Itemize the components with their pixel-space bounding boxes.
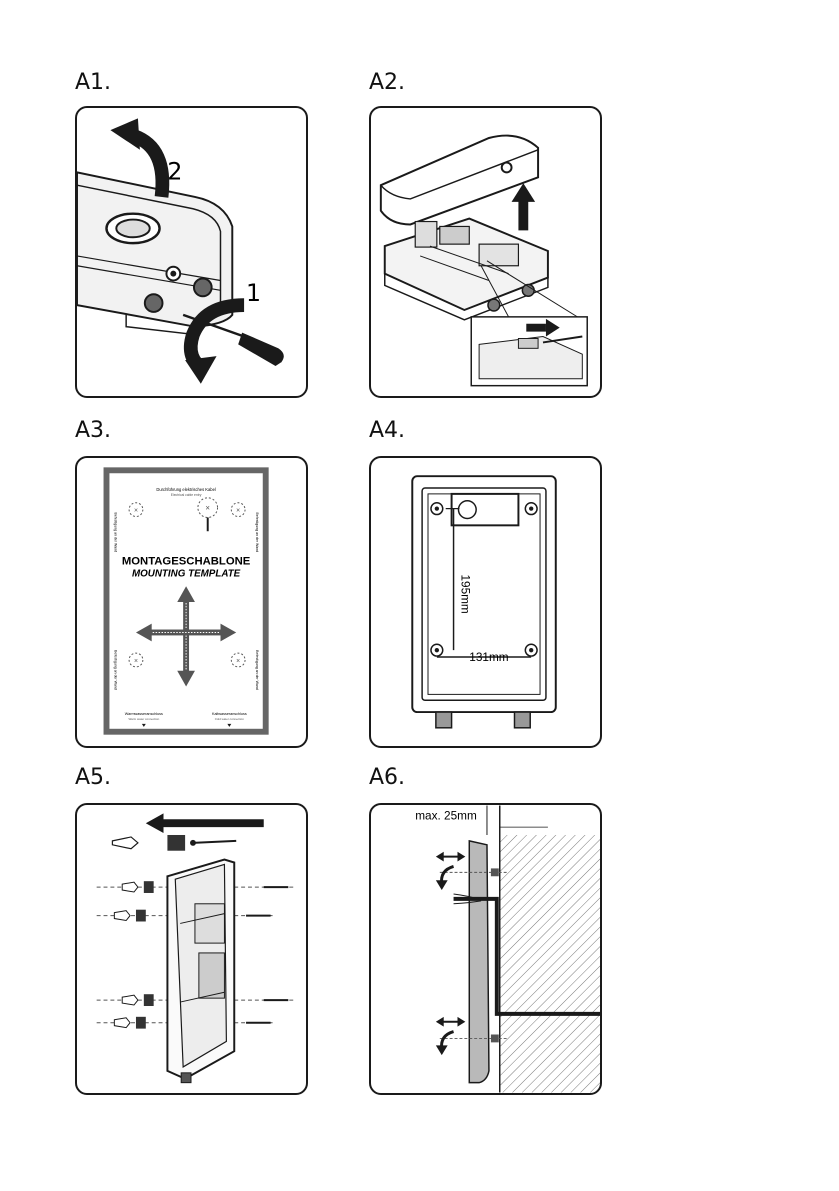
left-arrow-icon [145, 813, 264, 834]
panel-a6: max. 25mm [369, 803, 602, 1095]
template-hole-text: Befestigung an der Wand [255, 650, 259, 690]
callout-2: 2 [167, 157, 182, 185]
mounting-hole-icon [230, 502, 246, 517]
svg-text:×: × [134, 658, 138, 665]
svg-text:×: × [134, 508, 138, 515]
screwdriver-icon [182, 313, 284, 367]
template-cold-water: Kaltwasseranschluss [212, 712, 247, 716]
connector-icon [192, 277, 213, 298]
template-hole-text: Befestigung an der Wand [255, 513, 259, 553]
rotate-arrow-icon [183, 298, 245, 384]
adjust-arrow-icon [435, 1016, 466, 1056]
template-top-sub: Electrical cable entry [171, 493, 202, 497]
step-label-a6: A6. [369, 765, 406, 790]
step-label-a5: A5. [75, 765, 112, 790]
panel-a4: 195mm 131mm [369, 456, 602, 748]
wall [499, 834, 600, 1093]
cross-arrows-icon [135, 586, 237, 687]
svg-text:×: × [236, 508, 240, 515]
illustration-open-cover: 2 1 [77, 118, 284, 384]
template-hole-text: Befestigung an der Wand [113, 513, 117, 553]
illustration-wall-mounting [96, 813, 294, 1084]
step-label-a4: A4. [369, 418, 406, 443]
panel-a5 [75, 803, 308, 1095]
panel-a3: Durchführung elektrisches Kabel Electric… [75, 456, 308, 748]
pull-arrow-icon [526, 318, 560, 337]
step-label-a2: A2. [369, 70, 406, 95]
callout-1: 1 [246, 279, 261, 307]
mounting-hole-icon [230, 652, 246, 668]
dim-width: 131mm [469, 651, 508, 664]
up-arrow-icon [511, 183, 536, 231]
mounting-hole-icon [128, 652, 144, 668]
template-warm-water-sub: Warm water connection [128, 717, 159, 721]
spacer-icon [167, 834, 186, 851]
template-title: MONTAGESCHABLONE [122, 556, 251, 568]
max-distance-label: max. 25mm [415, 809, 477, 822]
svg-text:×: × [205, 504, 210, 513]
lift-arrow-icon [110, 118, 170, 198]
mounting-hole-icon [128, 502, 144, 517]
svg-text:×: × [236, 658, 240, 665]
dim-height: 195mm [458, 574, 471, 613]
template-top-text: Durchführung elektrisches Kabel [156, 487, 215, 492]
device-side [468, 839, 490, 1084]
wall-plug-icon [111, 836, 139, 850]
panel-a1: 2 1 [75, 106, 308, 398]
template-subtitle: MOUNTING TEMPLATE [132, 568, 241, 579]
mounting-template: Durchführung elektrisches Kabel Electric… [103, 467, 269, 735]
panel-a2 [369, 106, 602, 398]
template-cold-water-sub: Cold water connection [215, 717, 244, 721]
illustration-side-view: max. 25mm [415, 805, 600, 1093]
template-warm-water: Warmwasseranschluss [125, 712, 163, 716]
backplate-dimensions: 195mm 131mm [411, 475, 557, 729]
step-label-a1: A1. [75, 70, 112, 95]
illustration-remove-cover [379, 134, 588, 387]
cable-hole-icon [197, 497, 219, 518]
connector-icon [143, 293, 164, 313]
step-label-a3: A3. [75, 418, 112, 443]
template-hole-text: Befestigung an der Wand [113, 650, 117, 690]
adjust-arrow-icon [435, 851, 466, 891]
